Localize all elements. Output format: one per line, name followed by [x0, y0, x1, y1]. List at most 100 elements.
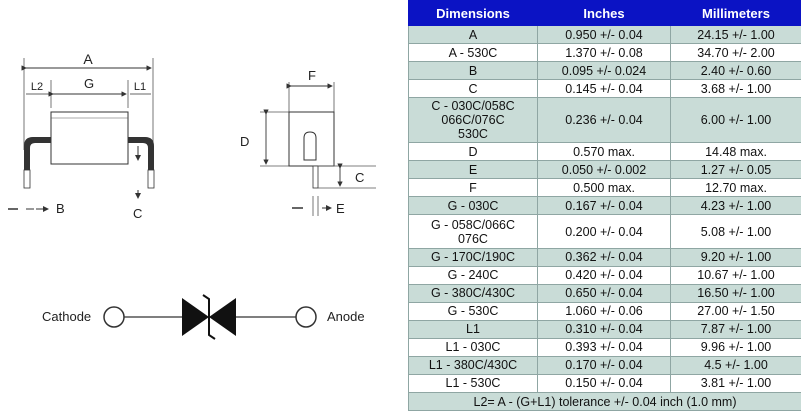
- front-view: A G L2 L1 B: [8, 51, 155, 221]
- cell-dimension: C: [408, 79, 538, 99]
- cell-millimeters: 24.15 +/- 1.00: [670, 24, 801, 45]
- cell-dimension: G - 530C: [408, 301, 538, 321]
- cell-inches: 0.362 +/- 0.04: [537, 247, 671, 267]
- cell-inches: 1.370 +/- 0.08: [537, 43, 671, 63]
- label-e: E: [336, 201, 345, 216]
- diode-triangle-left: [182, 298, 209, 336]
- cell-millimeters: 3.81 +/- 1.00: [670, 373, 801, 394]
- cell-inches: 0.170 +/- 0.04: [537, 355, 671, 375]
- cell-millimeters: 34.70 +/- 2.00: [670, 43, 801, 63]
- cell-dimension: C - 030C/058C 066C/076C 530C: [408, 97, 538, 144]
- cell-millimeters: 4.23 +/- 1.00: [670, 196, 801, 216]
- cell-dimension: G - 058C/066C 076C: [408, 214, 538, 249]
- dimension-c-left: C: [133, 146, 142, 221]
- cell-dimension: G - 030C: [408, 196, 538, 216]
- cell-inches: 0.236 +/- 0.04: [537, 97, 671, 144]
- cell-inches: 0.500 max.: [537, 178, 671, 198]
- cell-dimension: L1 - 030C: [408, 337, 538, 357]
- cell-millimeters: 16.50 +/- 1.00: [670, 283, 801, 303]
- cell-inches: 0.570 max.: [537, 142, 671, 162]
- anode-terminal: [295, 306, 317, 328]
- header-inches: Inches: [537, 0, 671, 26]
- cell-inches: 0.420 +/- 0.04: [537, 265, 671, 285]
- cell-dimension: G - 240C: [408, 265, 538, 285]
- cathode-terminal: [103, 306, 125, 328]
- label-c-right: C: [355, 170, 364, 185]
- label-g: G: [84, 76, 94, 91]
- header-millimeters: Millimeters: [670, 0, 801, 26]
- left-lead: [24, 137, 51, 170]
- package-drawing: A G L2 L1 B: [8, 51, 376, 340]
- side-lead: [312, 165, 319, 189]
- cell-inches: 0.145 +/- 0.04: [537, 79, 671, 99]
- cell-inches: 0.310 +/- 0.04: [537, 319, 671, 339]
- cell-millimeters: 9.96 +/- 1.00: [670, 337, 801, 357]
- table-header-row: Dimensions Inches Millimeters: [408, 0, 801, 26]
- dimension-f: F: [286, 68, 335, 112]
- cell-millimeters: 6.00 +/- 1.00: [670, 97, 801, 144]
- cell-millimeters: 1.27 +/- 0.05: [670, 160, 801, 180]
- dimension-l1: L1: [130, 81, 151, 95]
- cell-inches: 0.150 +/- 0.04: [537, 373, 671, 394]
- schematic-symbol: Cathode Anode: [42, 294, 365, 340]
- cell-millimeters: 10.67 +/- 1.00: [670, 265, 801, 285]
- cell-millimeters: 3.68 +/- 1.00: [670, 79, 801, 99]
- anode-label: Anode: [327, 309, 365, 324]
- label-l1: L1: [134, 81, 146, 93]
- cell-dimension: E: [408, 160, 538, 180]
- side-view: F D C E: [240, 68, 376, 216]
- diode-bar: [202, 294, 216, 340]
- label-d: D: [240, 134, 249, 149]
- cell-dimension: A: [408, 24, 538, 45]
- header-dimensions: Dimensions: [408, 0, 538, 26]
- dimension-g: G: [48, 76, 127, 97]
- cell-millimeters: 5.08 +/- 1.00: [670, 214, 801, 249]
- cell-inches: 0.167 +/- 0.04: [537, 196, 671, 216]
- cell-dimension: L1 - 530C: [408, 373, 538, 394]
- label-f: F: [308, 68, 316, 83]
- dimension-e: E: [292, 196, 345, 216]
- diode-triangle-right: [209, 298, 236, 336]
- cell-inches: 1.060 +/- 0.06: [537, 301, 671, 321]
- dimension-l2: L2: [26, 81, 49, 95]
- cell-inches: 0.393 +/- 0.04: [537, 337, 671, 357]
- cell-millimeters: 7.87 +/- 1.00: [670, 319, 801, 339]
- component-body: [50, 111, 129, 165]
- right-lead: [128, 137, 154, 170]
- cell-inches: 0.950 +/- 0.04: [537, 24, 671, 45]
- label-l2: L2: [31, 81, 43, 93]
- cell-millimeters: 12.70 max.: [670, 178, 801, 198]
- cell-inches: 0.095 +/- 0.024: [537, 61, 671, 81]
- cell-millimeters: 4.5 +/- 1.00: [670, 355, 801, 375]
- cell-dimension: L1: [408, 319, 538, 339]
- cell-inches: 0.050 +/- 0.002: [537, 160, 671, 180]
- dimension-d: D: [240, 109, 289, 167]
- cell-dimension: D: [408, 142, 538, 162]
- dimension-b: B: [8, 201, 65, 216]
- footnote-row: L2= A - (G+L1) tolerance +/- 0.04 inch (…: [408, 392, 801, 411]
- label-b: B: [56, 201, 65, 216]
- cell-dimension: B: [408, 61, 538, 81]
- cell-dimension: L1 - 380C/430C: [408, 355, 538, 375]
- label-c-left: C: [133, 206, 142, 221]
- dimension-a: A: [21, 51, 152, 71]
- label-a: A: [83, 51, 93, 67]
